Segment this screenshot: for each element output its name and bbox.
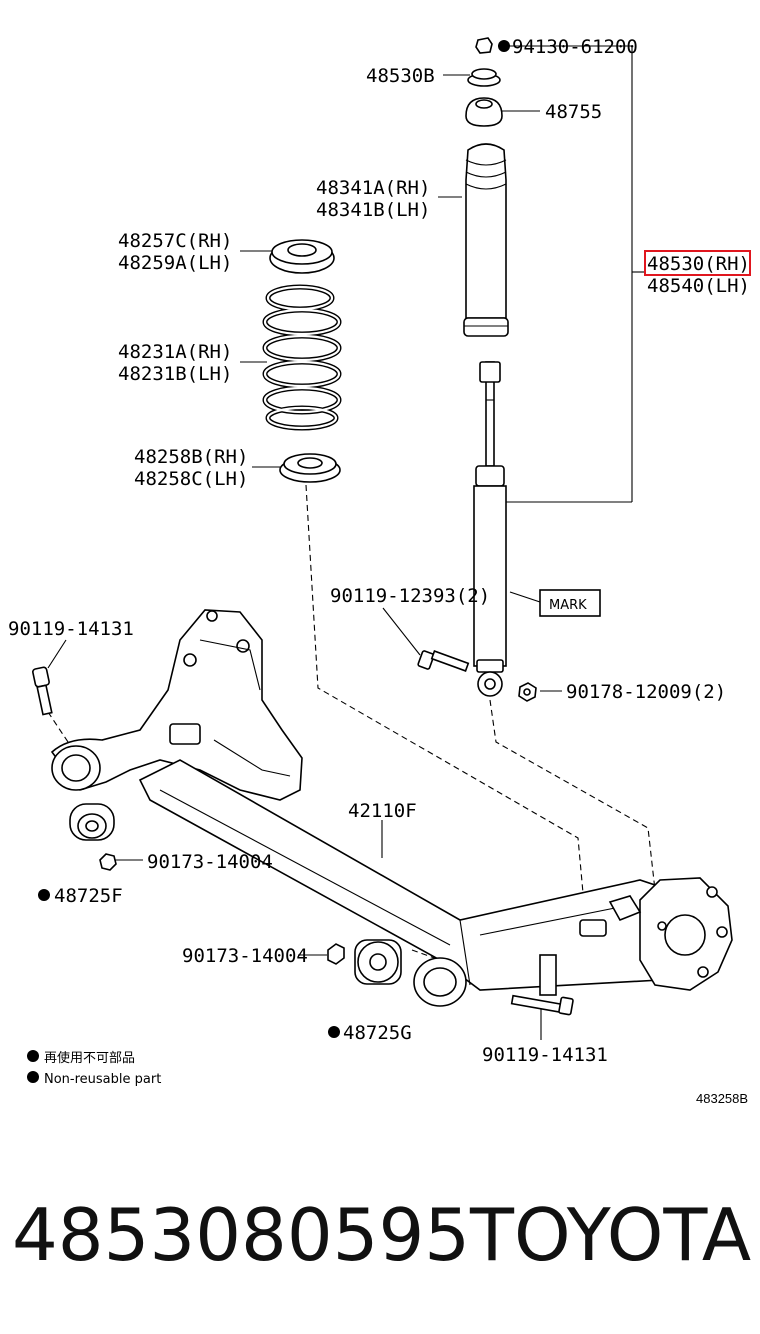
label-bush-left: 48725F <box>54 885 123 907</box>
label-spring-rh: 48231A(RH) <box>118 341 232 363</box>
label-nut-center: 90173-14004 <box>182 945 308 967</box>
left-bolt-icon <box>32 666 53 716</box>
part-labels: 94130-61200 48530B 48755 48341A(RH) 4834… <box>8 36 751 1066</box>
label-spring-lh: 48231B(LH) <box>118 363 232 385</box>
left-nut-icon <box>99 853 117 871</box>
label-boot-rh: 48341A(RH) <box>316 177 430 199</box>
bumper-seat-icon <box>465 97 503 127</box>
shock-nut-icon <box>518 682 537 702</box>
label-nut-shock: 90178-12009(2) <box>566 681 726 703</box>
label-insulator-upper-rh: 48257C(RH) <box>118 230 232 252</box>
label-insulator-upper-lh: 48259A(LH) <box>118 252 232 274</box>
label-mark: MARK <box>549 598 587 613</box>
footer-part-number: 4853080595 <box>12 1193 471 1277</box>
label-nut-top: 94130-61200 <box>512 36 638 58</box>
center-nut-icon <box>327 943 345 965</box>
label-boot-lh: 48341B(LH) <box>316 199 430 221</box>
label-shock-rh: 48530(RH) <box>647 253 750 275</box>
label-bolt-right: 90119-14131 <box>482 1044 608 1066</box>
legend-dot-icon <box>27 1050 39 1062</box>
shock-bolt-icon <box>417 650 470 672</box>
coil-spring-inner <box>263 285 341 430</box>
label-nut-left: 90173-14004 <box>147 851 273 873</box>
diagram-code: 483258B <box>696 1091 748 1106</box>
footer-brand: TOYOTA <box>470 1193 752 1277</box>
label-insulator-lower-lh: 48258C(LH) <box>134 468 248 490</box>
torsion-beam-axle-icon <box>50 609 733 1007</box>
dust-boot-icon <box>463 143 509 337</box>
lower-insulator-icon <box>279 453 341 483</box>
legend-line-1: 再使用不可部品 <box>44 1050 135 1066</box>
highlight-box <box>644 250 751 276</box>
non-reusable-dot-icon <box>38 889 50 901</box>
label-support: 48530B <box>366 65 435 87</box>
legend: 再使用不可部品 Non-reusable part <box>27 1050 161 1087</box>
non-reusable-dot-icon <box>498 40 510 52</box>
upper-insulator-icon <box>269 239 335 274</box>
center-bushing-icon <box>354 939 402 985</box>
left-bushing-icon <box>69 803 115 841</box>
legend-dot-icon <box>27 1071 39 1083</box>
legend-line-2: Non-reusable part <box>44 1072 161 1087</box>
right-bolt-icon <box>510 994 574 1016</box>
label-bolt-shock: 90119-12393(2) <box>330 585 490 607</box>
shock-absorber-icon <box>473 361 507 697</box>
leader-lines <box>47 45 645 1040</box>
label-bush-center: 48725G <box>343 1022 412 1044</box>
label-shock-lh: 48540(LH) <box>647 275 750 297</box>
non-reusable-dot-icon <box>328 1026 340 1038</box>
label-bumper-seat: 48755 <box>545 101 602 123</box>
mark-box <box>539 589 601 617</box>
label-insulator-lower-rh: 48258B(RH) <box>134 446 248 468</box>
label-beam: 42110F <box>348 800 417 822</box>
label-bolt-left: 90119-14131 <box>8 618 134 640</box>
support-washer-icon <box>467 68 501 87</box>
top-nut-icon <box>475 37 493 54</box>
